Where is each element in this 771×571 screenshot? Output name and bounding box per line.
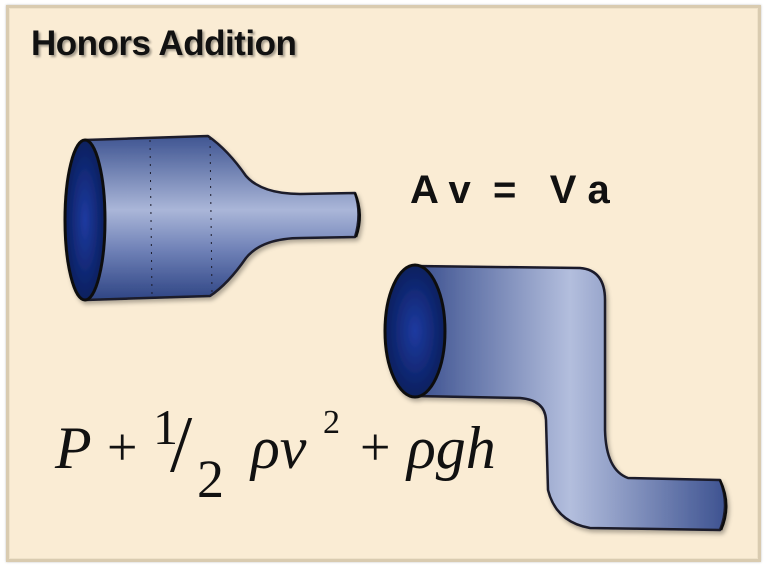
bernoulli-velocity-exponent: 2	[323, 404, 340, 441]
bernoulli-half-denominator: 2	[197, 449, 224, 509]
converging-pipe	[63, 134, 361, 302]
continuity-equation: A v = V a	[410, 168, 610, 212]
s-bend-pipe	[383, 263, 728, 532]
bernoulli-density-gravity-height-term: ρgh	[407, 415, 496, 481]
bernoulli-equation: P + 1 / 2 ρv 2 + ρgh	[55, 398, 535, 518]
bernoulli-pressure-term: P	[55, 415, 92, 481]
bernoulli-half-numerator: 1	[153, 399, 178, 455]
bernoulli-half-slash: /	[170, 401, 193, 489]
bernoulli-plus-sign: +	[107, 417, 138, 477]
slide-title: Honors Addition	[31, 24, 297, 63]
bernoulli-second-plus-sign: +	[360, 417, 391, 477]
bernoulli-density-velocity-term: ρv	[251, 415, 307, 481]
